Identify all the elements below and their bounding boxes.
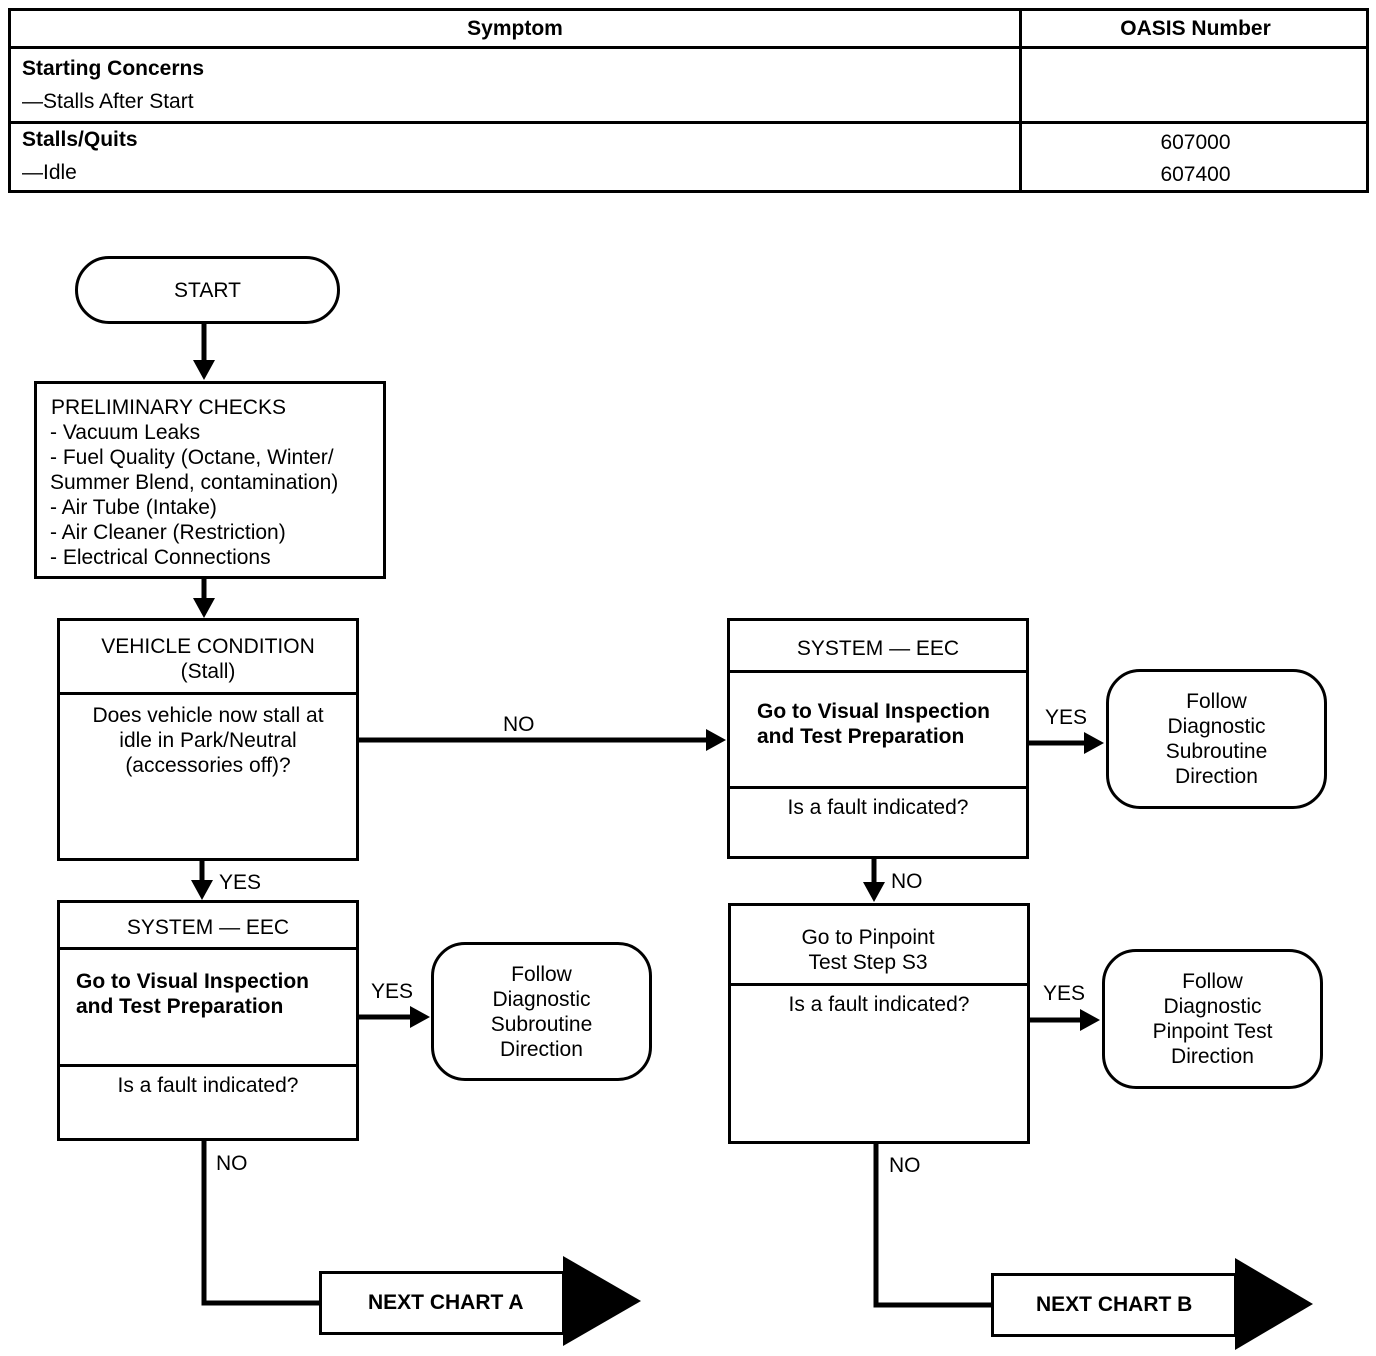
symptom-table: Symptom OASIS Number Starting Concerns —… bbox=[8, 8, 1369, 193]
system-eec-left-question: Is a fault indicated? bbox=[117, 1074, 299, 1097]
box-divider bbox=[731, 983, 1027, 986]
follow-pinpoint-right: Follow Diagnostic Pinpoint Test Directio… bbox=[1102, 949, 1323, 1089]
row1-title: Starting Concerns bbox=[22, 57, 205, 80]
row2-subtitle: —Idle bbox=[22, 161, 77, 184]
box-divider bbox=[60, 1064, 356, 1067]
arrowhead bbox=[863, 882, 885, 902]
box-divider bbox=[730, 670, 1026, 673]
label-no-vehicle: NO bbox=[503, 713, 535, 736]
arrowhead bbox=[193, 360, 215, 380]
label-no-sysleft: NO bbox=[216, 1152, 248, 1175]
oasis-number-1: 607000 bbox=[1160, 131, 1231, 154]
next-chart-b-arrowhead bbox=[1235, 1258, 1313, 1350]
row2-title: Stalls/Quits bbox=[22, 128, 138, 151]
next-chart-a-box: NEXT CHART A bbox=[319, 1271, 565, 1335]
vehicle-condition-title: VEHICLE CONDITION (Stall) bbox=[101, 635, 315, 683]
table-header-divider bbox=[11, 46, 1366, 49]
system-eec-right-action: Go to Visual Inspection and Test Prepara… bbox=[757, 700, 990, 748]
start-label: START bbox=[174, 278, 241, 302]
label-yes-sysright: YES bbox=[1045, 706, 1088, 729]
vehicle-condition-box: VEHICLE CONDITION (Stall) Does vehicle n… bbox=[57, 618, 359, 861]
pinpoint-test-title: Go to Pinpoint Test Step S3 bbox=[801, 926, 935, 974]
header-oasis-number: OASIS Number bbox=[1120, 17, 1271, 40]
preliminary-checks-title: PRELIMINARY CHECKS bbox=[51, 396, 286, 419]
box-divider bbox=[60, 692, 356, 695]
label-yes-sysleft: YES bbox=[371, 980, 414, 1003]
oasis-number-2: 607400 bbox=[1160, 163, 1231, 186]
next-chart-a-label: NEXT CHART A bbox=[368, 1291, 524, 1314]
next-chart-a-arrowhead bbox=[563, 1256, 641, 1346]
connector-pinpoint-nextb bbox=[873, 1142, 992, 1308]
preliminary-checks-box: PRELIMINARY CHECKS - Vacuum Leaks - Fuel… bbox=[34, 381, 386, 579]
label-no-sysright: NO bbox=[891, 870, 923, 893]
arrowhead bbox=[1084, 732, 1104, 754]
arrowhead bbox=[706, 729, 726, 751]
system-eec-right-question: Is a fault indicated? bbox=[787, 796, 969, 819]
label-no-pinpoint: NO bbox=[889, 1154, 921, 1177]
start-terminal: START bbox=[75, 256, 340, 324]
arrowhead bbox=[193, 598, 215, 618]
connector-sysleft-nexta bbox=[201, 1140, 320, 1306]
preliminary-checks-items: - Vacuum Leaks - Fuel Quality (Octane, W… bbox=[50, 421, 339, 569]
table-column-divider bbox=[1019, 11, 1022, 190]
system-eec-right-title: SYSTEM — EEC bbox=[796, 637, 960, 660]
system-eec-left-action: Go to Visual Inspection and Test Prepara… bbox=[76, 970, 309, 1018]
pinpoint-test-question: Is a fault indicated? bbox=[788, 993, 970, 1016]
vehicle-condition-question: Does vehicle now stall at idle in Park/N… bbox=[92, 704, 324, 777]
label-yes-pinpoint: YES bbox=[1043, 982, 1086, 1005]
arrowhead bbox=[1080, 1009, 1100, 1031]
next-chart-b-box: NEXT CHART B bbox=[991, 1273, 1237, 1337]
system-eec-left-title: SYSTEM — EEC bbox=[126, 916, 290, 939]
label-yes-vehicle: YES bbox=[219, 871, 262, 894]
system-eec-left-box: SYSTEM — EEC Go to Visual Inspection and… bbox=[57, 900, 359, 1141]
system-eec-right-box: SYSTEM — EEC Go to Visual Inspection and… bbox=[727, 618, 1029, 859]
pinpoint-test-box: Go to Pinpoint Test Step S3 Is a fault i… bbox=[728, 903, 1030, 1144]
row1-subtitle: —Stalls After Start bbox=[22, 90, 194, 113]
arrowhead bbox=[191, 880, 213, 900]
box-divider bbox=[60, 947, 356, 950]
arrowhead bbox=[410, 1006, 430, 1028]
next-chart-b-label: NEXT CHART B bbox=[1036, 1293, 1193, 1316]
follow-subroutine-right: Follow Diagnostic Subroutine Direction bbox=[1106, 669, 1327, 809]
follow-subroutine-left: Follow Diagnostic Subroutine Direction bbox=[431, 942, 652, 1081]
box-divider bbox=[730, 786, 1026, 789]
header-symptom: Symptom bbox=[467, 17, 563, 40]
table-row-divider bbox=[11, 121, 1366, 124]
